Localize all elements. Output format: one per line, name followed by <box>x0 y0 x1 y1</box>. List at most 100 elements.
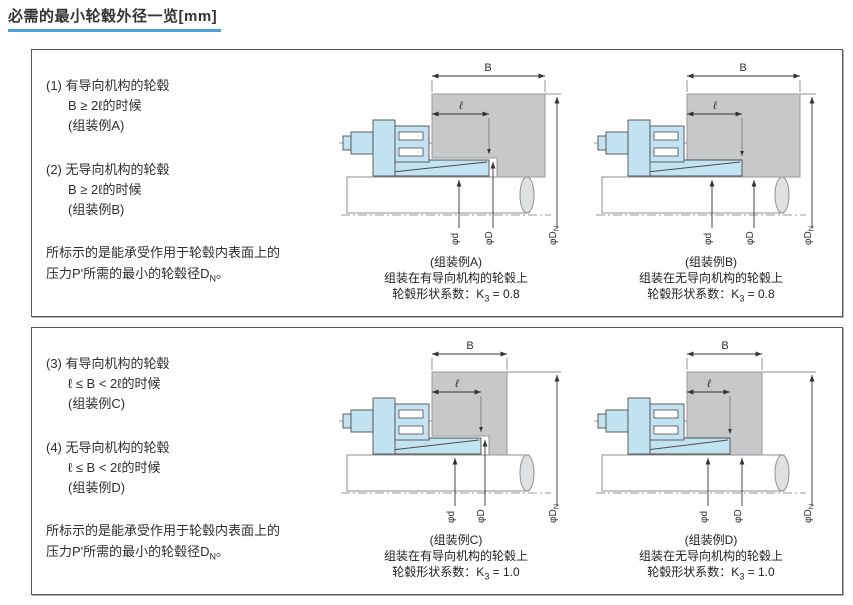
caption-d-line2: 组装在无导向机构的轮毂上 <box>638 549 783 563</box>
flange-ring <box>627 397 651 455</box>
case-3-title: (3) 有导向机构的轮毂 <box>46 356 170 371</box>
case-4-title: (4) 无导向机构的轮毂 <box>46 440 170 455</box>
caption-c: (组装例C) 组装在有导向机构的轮毂上 轮毂形状系数：K3 = 1.0 <box>337 532 575 584</box>
figure-assembly-b: B ℓ φd φD φDN (组装例B) 组装在无导向机构 <box>592 56 832 306</box>
bolt-head <box>350 131 374 155</box>
locking-assembly <box>342 119 490 177</box>
bolt-tip <box>342 135 352 151</box>
dimension-d: φd <box>450 180 462 245</box>
svg-text:B: B <box>721 340 728 352</box>
clamp-slot <box>398 147 424 157</box>
bolt-tip <box>342 413 352 429</box>
locking-assembly <box>597 119 743 177</box>
case-3-condition: ℓ ≤ B < 2ℓ的时候 <box>68 376 161 391</box>
clamp-body <box>649 403 685 441</box>
caption-a-line1: (组装例A) <box>430 255 482 269</box>
dimension-B: B <box>431 340 508 370</box>
svg-text:ℓ: ℓ <box>454 378 459 390</box>
note-line-1: 所标示的是能承受作用于轮毂内表面上的 <box>46 245 281 260</box>
note-line-2: 压力P'所需的最小的轮毂径DN。 <box>46 544 230 562</box>
clamp-slot <box>398 131 424 141</box>
case-1-title: (1) 有导向机构的轮毂 <box>46 78 170 93</box>
clamp-slot <box>398 425 424 435</box>
dimension-l: ℓ <box>687 378 732 434</box>
caption-b-line1: (组装例B) <box>685 255 737 269</box>
clamp-body <box>394 125 430 163</box>
svg-text:B: B <box>739 62 746 74</box>
case-2-title: (2) 无导向机构的轮毂 <box>46 162 170 177</box>
page-title: 必需的最小轮毂外径一览[mm] <box>8 5 222 32</box>
figure-assembly-a: B ℓ φd φD φDN (组装例A) 组装在有导向机构 <box>337 56 577 306</box>
panel-hub-l-le-b-lt-2l: (3) 有导向机构的轮毂 ℓ ≤ B < 2ℓ的时候 (组装例C) (4) 无导… <box>31 327 843 595</box>
bolt-tip <box>597 135 607 151</box>
bolt-head <box>350 409 374 433</box>
panel2-note: 所标示的是能承受作用于轮毂内表面上的 压力P'所需的最小的轮毂径DN。 <box>46 520 356 568</box>
case-3: (3) 有导向机构的轮毂 ℓ ≤ B < 2ℓ的时候 (组装例C) <box>46 354 346 414</box>
svg-text:ℓ: ℓ <box>712 100 717 112</box>
case-2-condition: B ≥ 2ℓ的时候 <box>68 182 142 197</box>
caption-c-line2: 组装在有导向机构的轮毂上 <box>383 549 528 563</box>
case-4-condition: ℓ ≤ B < 2ℓ的时候 <box>68 460 161 475</box>
assembly-diagram-c: B ℓ φd φD φDN <box>339 340 561 523</box>
locking-assembly <box>342 397 482 455</box>
dimension-d: φd <box>446 458 458 523</box>
shaft <box>346 454 535 492</box>
caption-a-line2: 组装在有导向机构的轮毂上 <box>383 271 528 285</box>
panel1-note: 所标示的是能承受作用于轮毂内表面上的 压力P'所需的最小的轮毂径DN。 <box>46 242 356 290</box>
flange-ring <box>372 119 396 177</box>
caption-d-line3: 轮毂形状系数：K3 = 1.0 <box>647 565 775 582</box>
case-4: (4) 无导向机构的轮毂 ℓ ≤ B < 2ℓ的时候 (组装例D) <box>46 438 346 498</box>
dimension-D: φD <box>484 162 496 245</box>
svg-text:φDN: φDN <box>803 226 816 245</box>
note-line-1: 所标示的是能承受作用于轮毂内表面上的 <box>46 523 281 538</box>
dimension-D: φD <box>745 180 757 245</box>
svg-text:φD: φD <box>733 509 744 523</box>
svg-text:φD: φD <box>745 231 756 245</box>
svg-text:B: B <box>466 340 473 352</box>
shaft <box>601 176 790 214</box>
svg-text:φD: φD <box>476 509 487 523</box>
bolt-head <box>605 131 629 155</box>
dimension-l: ℓ <box>432 100 491 154</box>
dimension-DN: φDN <box>762 371 816 523</box>
caption-a-line3: 轮毂形状系数：K3 = 0.8 <box>392 287 520 304</box>
panel-hub-b-ge-2l: (1) 有导向机构的轮毂 B ≥ 2ℓ的时候 (组装例A) (2) 无导向机构的… <box>31 49 843 317</box>
caption-b: (组装例B) 组装在无导向机构的轮毂上 轮毂形状系数：K3 = 0.8 <box>592 254 830 306</box>
dimension-DN: φDN <box>545 93 561 245</box>
caption-c-line3: 轮毂形状系数：K3 = 1.0 <box>392 565 520 582</box>
caption-d: (组装例D) 组装在无导向机构的轮毂上 轮毂形状系数：K3 = 1.0 <box>592 532 830 584</box>
bolt-head <box>605 409 629 433</box>
assembly-diagram-a: B ℓ φd φD φDN <box>339 62 561 245</box>
svg-text:φd: φd <box>446 511 457 523</box>
dimension-B: B <box>431 62 546 92</box>
caption-b-line3: 轮毂形状系数：K3 = 0.8 <box>647 287 775 304</box>
figure-assembly-c: B ℓ φd φD φDN (组装例C) 组装在有导向机构 <box>337 334 577 584</box>
svg-text:φD: φD <box>484 231 495 245</box>
svg-text:φDN: φDN <box>548 504 561 523</box>
flange-ring <box>627 119 651 177</box>
case-2: (2) 无导向机构的轮毂 B ≥ 2ℓ的时候 (组装例B) <box>46 160 346 220</box>
dimension-l: ℓ <box>432 378 483 432</box>
case-3-example: (组装例C) <box>68 396 126 411</box>
clamp-slot <box>653 409 679 419</box>
assembly-diagram-b: B ℓ φd φD φDN <box>594 62 816 245</box>
dimension-B: B <box>686 340 763 370</box>
locking-assembly <box>597 397 731 455</box>
dimension-D: φD <box>733 458 745 523</box>
dimension-d: φd <box>699 458 711 523</box>
case-4-example: (组装例D) <box>68 480 126 495</box>
case-1-condition: B ≥ 2ℓ的时候 <box>68 98 142 113</box>
caption-c-line1: (组装例C) <box>429 533 483 547</box>
svg-text:φd: φd <box>699 511 710 523</box>
caption-d-line1: (组装例D) <box>684 533 738 547</box>
figure-assembly-d: B ℓ φd φD φDN (组装例D) 组装在无导向机构 <box>592 334 832 584</box>
assembly-diagram-d: B ℓ φd φD φDN <box>594 340 816 523</box>
case-1-example: (组装例A) <box>68 118 125 133</box>
clamp-body <box>394 403 430 441</box>
svg-text:ℓ: ℓ <box>706 378 711 390</box>
dimension-l: ℓ <box>687 100 744 156</box>
svg-text:φDN: φDN <box>548 226 561 245</box>
case-1: (1) 有导向机构的轮毂 B ≥ 2ℓ的时候 (组装例A) <box>46 76 346 136</box>
caption-b-line2: 组装在无导向机构的轮毂上 <box>638 271 783 285</box>
